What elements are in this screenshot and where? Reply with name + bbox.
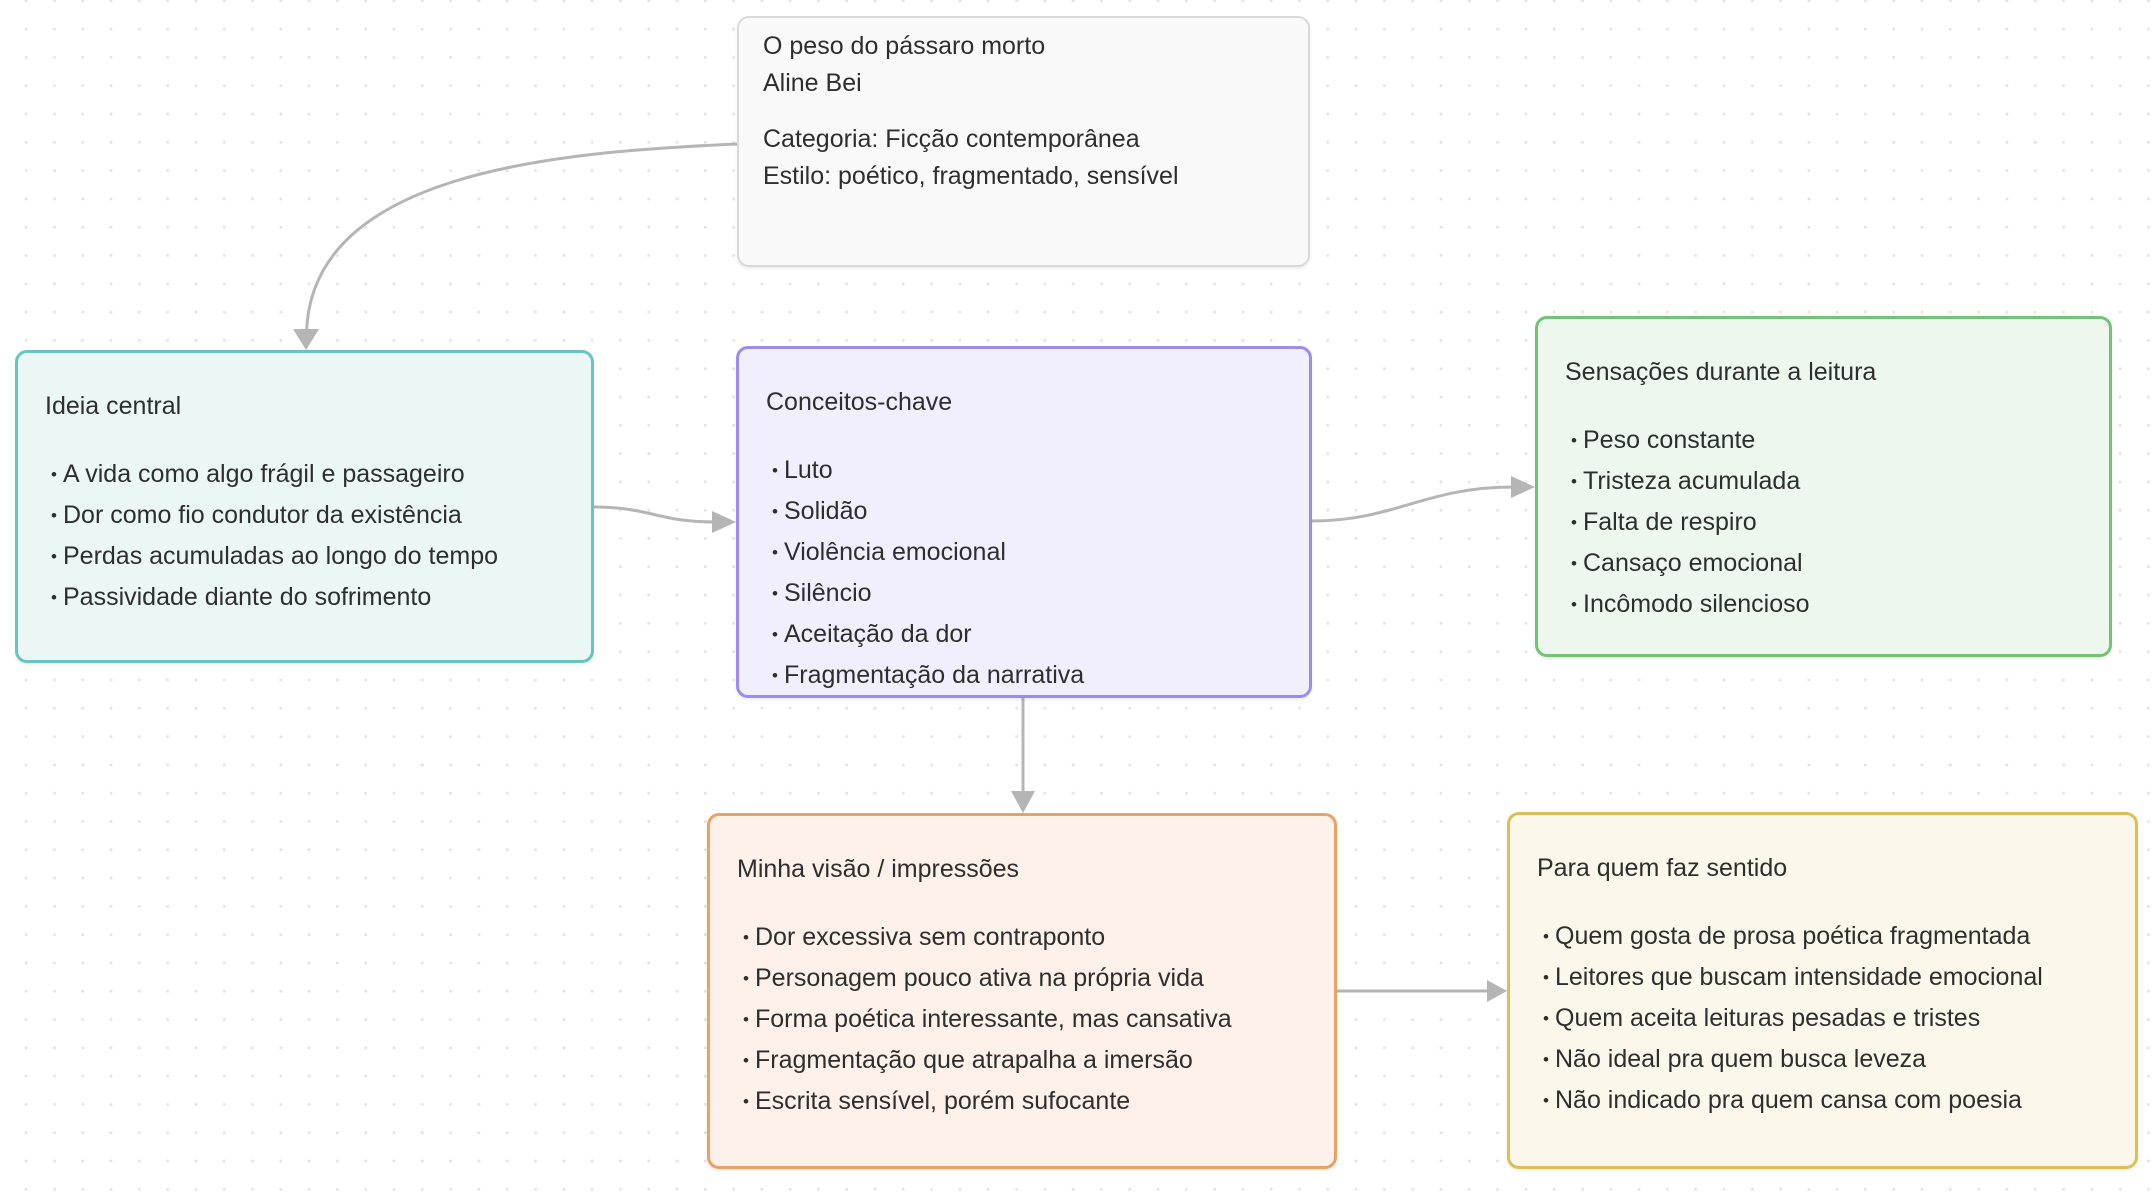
arrowhead-right-icon <box>1487 980 1507 1002</box>
node-minha-visao[interactable]: Minha visão / impressões •Dor excessiva … <box>707 813 1337 1169</box>
bullet-dot: • <box>51 506 57 525</box>
list-item: •Quem aceita leituras pesadas e tristes <box>1537 998 2107 1039</box>
list-item: •Escrita sensível, porém sufocante <box>737 1081 1306 1122</box>
list-item: •Luto <box>766 450 1281 491</box>
list-item: •Fragmentação que atrapalha a imersão <box>737 1040 1306 1081</box>
list-item: •Não indicado pra quem cansa com poesia <box>1537 1080 2107 1121</box>
node-title: Sensações durante a leitura <box>1565 358 1877 386</box>
connector-conceitos-chave-to-sensacoes[interactable] <box>1311 476 1535 523</box>
list-item: •Incômodo silencioso <box>1565 584 2081 625</box>
list-item: •Aceitação da dor <box>766 614 1281 655</box>
list-item: •Dor excessiva sem contraponto <box>737 917 1306 958</box>
list-item: •Quem gosta de prosa poética fragmentada <box>1537 916 2107 957</box>
bullet-dot: • <box>1543 1050 1549 1069</box>
bullet-dot: • <box>772 666 778 685</box>
bullet-list: •Dor excessiva sem contraponto •Personag… <box>737 917 1306 1122</box>
node-conceitos-chave[interactable]: Conceitos-chave •Luto •Solidão •Violênci… <box>736 346 1312 698</box>
bullet-dot: • <box>772 502 778 521</box>
list-item: •Forma poética interessante, mas cansati… <box>737 999 1306 1040</box>
node-ideia-central[interactable]: Ideia central •A vida como algo frágil e… <box>15 350 594 663</box>
bullet-dot: • <box>772 584 778 603</box>
list-item: •Dor como fio condutor da existência <box>45 495 563 536</box>
node-title: Conceitos-chave <box>766 388 953 416</box>
bullet-dot: • <box>1543 1009 1549 1028</box>
bullet-dot: • <box>743 969 749 988</box>
bullet-dot: • <box>743 1010 749 1029</box>
bullet-dot: • <box>743 1092 749 1111</box>
connector-minha-visao-to-para-quem[interactable] <box>1337 980 1507 1002</box>
node-para-quem[interactable]: Para quem faz sentido •Quem gosta de pro… <box>1507 812 2138 1169</box>
bullet-list: •A vida como algo frágil e passageiro •D… <box>45 454 563 618</box>
node-sensacoes-leitura[interactable]: Sensações durante a leitura •Peso consta… <box>1535 316 2112 657</box>
bullet-list: •Peso constante •Tristeza acumulada •Fal… <box>1565 420 2081 625</box>
node-book-info[interactable]: O peso do pássaro morto Aline Bei Catego… <box>737 16 1310 267</box>
bullet-dot: • <box>1571 513 1577 532</box>
node-title: Para quem faz sentido <box>1537 854 1788 882</box>
list-item: •Silêncio <box>766 573 1281 614</box>
list-item: •Não ideal pra quem busca leveza <box>1537 1039 2107 1080</box>
bullet-dot: • <box>772 625 778 644</box>
bullet-dot: • <box>1543 968 1549 987</box>
list-item: •Falta de respiro <box>1565 502 2081 543</box>
list-item: •Cansaço emocional <box>1565 543 2081 584</box>
book-title: O peso do pássaro morto <box>763 32 1046 60</box>
bullet-list: •Luto •Solidão •Violência emocional •Sil… <box>766 450 1281 696</box>
bullet-dot: • <box>1543 927 1549 946</box>
connector-ideia-central-to-conceitos-chave[interactable] <box>593 505 736 533</box>
bullet-dot: • <box>1571 472 1577 491</box>
connector-conceitos-chave-to-minha-visao[interactable] <box>1011 698 1035 813</box>
list-item: •Passividade diante do sofrimento <box>45 577 563 618</box>
book-style: Estilo: poético, fragmentado, sensível <box>763 162 1179 190</box>
connector-book-to-ideia-central[interactable] <box>293 142 738 350</box>
bullet-dot: • <box>743 928 749 947</box>
list-item: •Solidão <box>766 491 1281 532</box>
bullet-list: •Quem gosta de prosa poética fragmentada… <box>1537 916 2107 1121</box>
list-item: •Leitores que buscam intensidade emocion… <box>1537 957 2107 998</box>
list-item: •Personagem pouco ativa na própria vida <box>737 958 1306 999</box>
bullet-dot: • <box>743 1051 749 1070</box>
bullet-dot: • <box>1571 431 1577 450</box>
list-item: •Violência emocional <box>766 532 1281 573</box>
list-item: •Tristeza acumulada <box>1565 461 2081 502</box>
bullet-dot: • <box>772 543 778 562</box>
bullet-dot: • <box>772 461 778 480</box>
list-item: •A vida como algo frágil e passageiro <box>45 454 563 495</box>
book-category: Categoria: Ficção contemporânea <box>763 125 1140 153</box>
arrowhead-down-icon <box>293 329 319 350</box>
node-title: Minha visão / impressões <box>737 855 1020 883</box>
bullet-dot: • <box>1571 595 1577 614</box>
bullet-dot: • <box>51 588 57 607</box>
list-item: •Fragmentação da narrativa <box>766 655 1281 696</box>
bullet-dot: • <box>51 465 57 484</box>
bullet-dot: • <box>51 547 57 566</box>
book-author: Aline Bei <box>763 69 862 97</box>
arrowhead-down-icon <box>1011 791 1035 813</box>
arrowhead-right-icon <box>1511 476 1535 498</box>
bullet-dot: • <box>1571 554 1577 573</box>
list-item: •Perdas acumuladas ao longo do tempo <box>45 536 563 577</box>
arrowhead-right-icon <box>712 511 736 533</box>
bullet-dot: • <box>1543 1091 1549 1110</box>
list-item: •Peso constante <box>1565 420 2081 461</box>
node-title: Ideia central <box>45 392 182 420</box>
